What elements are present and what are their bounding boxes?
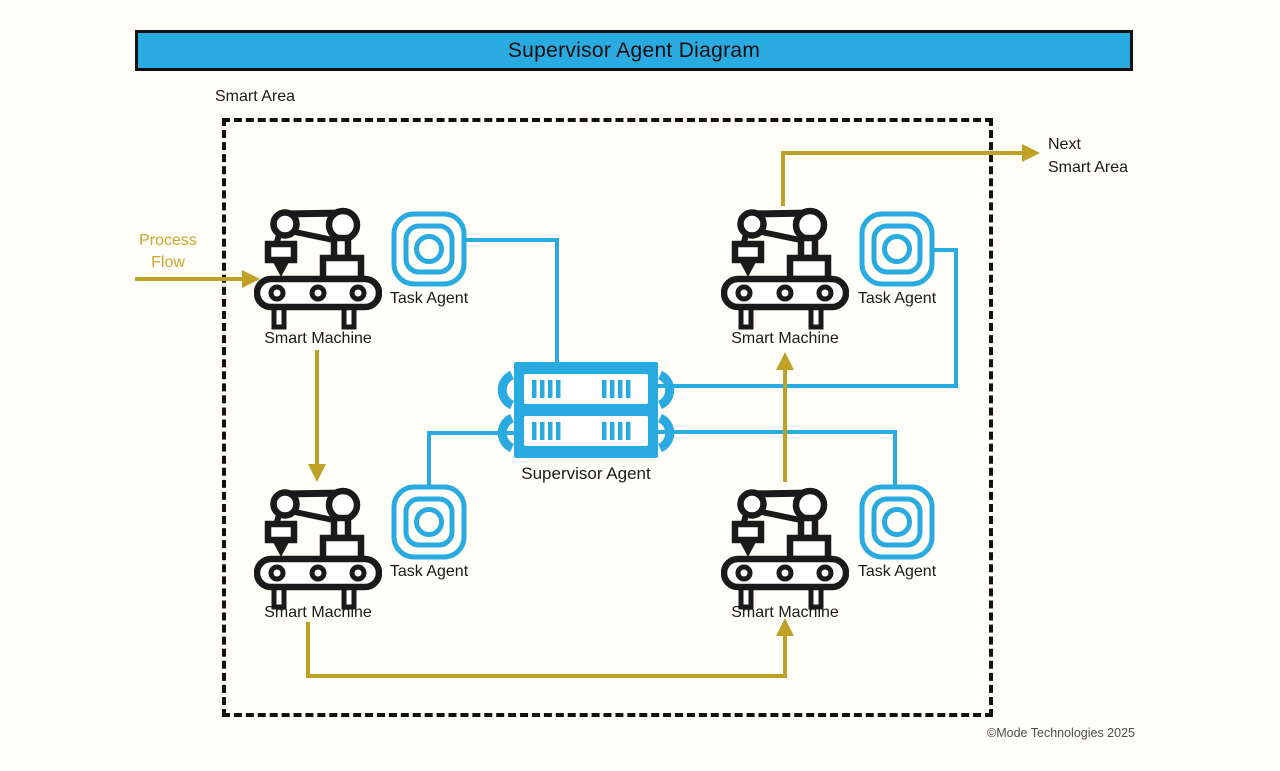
flow-next-area-line (781, 151, 1022, 155)
connector-br-agent-supervisor-h (658, 430, 897, 434)
next-smart-area-label-line1: Next (1048, 136, 1081, 153)
connector-tl-agent-supervisor-h (464, 238, 557, 242)
connector-tl-agent-supervisor-v (555, 238, 559, 364)
task-agent-label-top-left: Task Agent (389, 290, 469, 307)
connector-bl-agent-supervisor-h (429, 431, 516, 435)
connector-bl-agent-supervisor-v (427, 431, 431, 486)
task-agent-icon-bottom-right (859, 484, 935, 560)
smart-machine-label-top-right: Smart Machine (731, 330, 839, 347)
flow-next-area-arrowhead (1022, 144, 1040, 162)
smart-machine-label-bottom-right: Smart Machine (731, 604, 839, 621)
task-agent-icon-top-left (391, 211, 467, 287)
task-agent-label-bottom-left: Task Agent (389, 563, 469, 580)
smart-machine-icon-bottom-right (721, 487, 849, 610)
process-flow-label-line1: Process (139, 232, 197, 249)
flow-br-to-tr-line (783, 370, 787, 482)
supervisor-agent-icon (497, 362, 675, 458)
next-smart-area-label-line2: Smart Area (1048, 159, 1129, 176)
task-agent-icon-top-right (859, 211, 935, 287)
task-agent-label-top-right: Task Agent (857, 290, 937, 307)
smart-area-boundary (222, 118, 993, 717)
smart-area-label: Smart Area (215, 88, 296, 105)
diagram-title: Supervisor Agent Diagram (507, 38, 761, 62)
process-flow-label: Process Flow (118, 230, 218, 274)
process-flow-label-line2: Flow (151, 254, 185, 271)
connector-br-agent-supervisor-v (893, 430, 897, 486)
task-agent-label-bottom-right: Task Agent (857, 563, 937, 580)
flow-bl-down-line (306, 622, 310, 678)
copyright-notice: ©Mode Technologies 2025 (987, 726, 1135, 740)
connector-tr-agent-supervisor-h1 (933, 248, 958, 252)
process-flow-arrowhead (242, 270, 260, 288)
diagram-title-bar: Supervisor Agent Diagram (135, 30, 1133, 71)
flow-tl-to-bl-line (315, 350, 319, 464)
flow-tl-to-bl-arrowhead (308, 464, 326, 482)
flow-br-to-tr-arrowhead (776, 352, 794, 370)
connector-tr-agent-supervisor-v (954, 248, 958, 388)
task-agent-icon-bottom-left (391, 484, 467, 560)
smart-machine-icon-bottom-left (254, 487, 382, 610)
flow-br-arrowhead (776, 618, 794, 636)
smart-machine-icon-top-left (254, 207, 382, 330)
smart-machine-icon-top-right (721, 207, 849, 330)
process-flow-arrow-line (135, 277, 242, 281)
flow-tr-up-line (781, 153, 785, 206)
supervisor-agent-label: Supervisor Agent (521, 464, 651, 483)
flow-br-up-line (783, 636, 787, 678)
smart-machine-label-top-left: Smart Machine (264, 330, 372, 347)
next-smart-area-label: Next Smart Area (1048, 133, 1168, 179)
connector-tr-agent-supervisor-h2 (658, 384, 958, 388)
flow-bottom-line (306, 674, 787, 678)
smart-machine-label-bottom-left: Smart Machine (264, 604, 372, 621)
